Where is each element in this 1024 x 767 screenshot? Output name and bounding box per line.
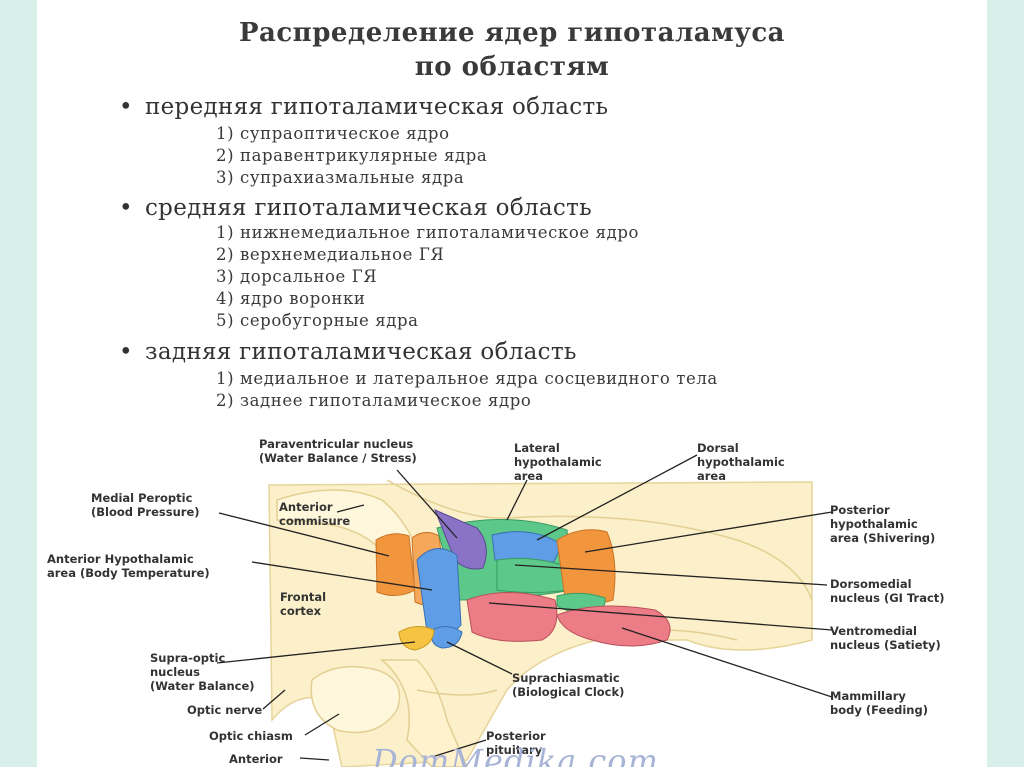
- ventromedial-nucleus: [467, 593, 557, 642]
- label-paraventricular-nucleus: Paraventricular nucleus(Water Balance / …: [259, 437, 417, 465]
- label-anterior: Anterior: [229, 752, 283, 766]
- slide-page: Распределение ядер гипоталамуса по облас…: [37, 0, 987, 767]
- dorsomedial-nucleus: [497, 558, 569, 592]
- watermark: DomMedika.com: [372, 742, 659, 767]
- label-optic-nerve: Optic nerve: [187, 703, 262, 717]
- posterior-hypothalamic-area: [557, 530, 615, 604]
- label-optic-chiasm: Optic chiasm: [209, 729, 293, 743]
- label-suprachiasmatic-nucleus: Suprachiasmatic(Biological Clock): [512, 671, 624, 699]
- label-medial-preoptic: Medial Peroptic(Blood Pressure): [91, 491, 200, 519]
